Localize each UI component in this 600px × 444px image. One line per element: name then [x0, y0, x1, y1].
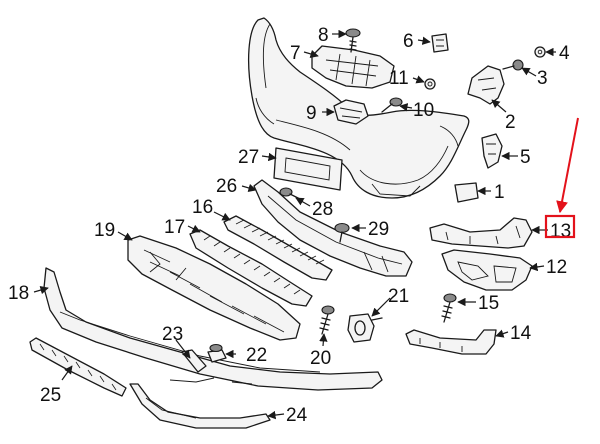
callout-5: 5 — [520, 147, 531, 168]
part-21-shape — [347, 313, 383, 343]
part-26-shape — [253, 179, 413, 277]
callout-17: 17 — [164, 217, 185, 238]
part-7-shape — [311, 45, 395, 89]
part-14-shape — [405, 329, 497, 355]
callout-24: 24 — [286, 405, 308, 426]
highlight — [544, 117, 579, 239]
part-17-shape — [189, 229, 313, 307]
bumper-cover — [248, 17, 470, 199]
callout-16: 16 — [192, 197, 213, 218]
callout-10: 10 — [413, 100, 434, 121]
part-16-shape — [223, 215, 333, 281]
part-6-shape — [431, 33, 449, 53]
part-22-shape — [207, 343, 227, 363]
callout-3: 3 — [537, 68, 548, 89]
part-12-shape — [441, 249, 533, 291]
part-18-shape — [43, 267, 383, 391]
callout-22: 22 — [246, 345, 267, 366]
part-1-shape — [454, 182, 479, 203]
callout-14: 14 — [510, 323, 532, 344]
part-20-shape — [319, 305, 335, 335]
callout-12: 12 — [546, 257, 567, 278]
part-8-shape — [345, 28, 361, 53]
part-11-shape — [424, 78, 436, 90]
callout-6: 6 — [403, 31, 414, 52]
callout-20: 20 — [310, 348, 331, 369]
callout-19: 19 — [94, 220, 115, 241]
callout-9: 9 — [306, 103, 317, 124]
part-19-shape — [127, 235, 301, 341]
callout-11: 11 — [389, 68, 409, 89]
part-9-shape — [333, 99, 369, 125]
highlight-arrow — [556, 117, 579, 214]
highlight-box — [544, 214, 576, 239]
part-10-shape — [381, 97, 403, 113]
part-13-shape — [429, 217, 533, 249]
callout-26: 26 — [216, 176, 237, 197]
callout-labels: 1 2 3 4 5 6 7 8 9 10 11 12 13 14 15 16 1… — [8, 25, 571, 426]
callout-27: 27 — [238, 147, 259, 168]
callout-29: 29 — [368, 219, 389, 240]
part-4-shape — [534, 46, 546, 58]
part-29-shape — [334, 222, 350, 243]
part-24-shape — [129, 383, 271, 429]
callout-25: 25 — [40, 385, 61, 406]
callout-21: 21 — [388, 286, 409, 307]
part-2-shape — [467, 65, 505, 105]
callout-7: 7 — [290, 43, 301, 64]
callout-13: 13 — [550, 221, 571, 242]
part-25-shape — [29, 337, 127, 397]
callout-18: 18 — [8, 283, 29, 304]
part-5-shape — [481, 133, 503, 169]
callout-1: 1 — [494, 182, 505, 203]
callout-4: 4 — [559, 43, 570, 64]
callout-2: 2 — [505, 112, 516, 133]
part-15-shape — [441, 293, 457, 323]
part-3-shape — [502, 59, 524, 71]
callout-23: 23 — [162, 324, 183, 345]
callout-28: 28 — [312, 199, 333, 220]
callout-15: 15 — [478, 293, 499, 314]
callout-8: 8 — [318, 25, 329, 46]
part-27-shape — [273, 147, 343, 191]
